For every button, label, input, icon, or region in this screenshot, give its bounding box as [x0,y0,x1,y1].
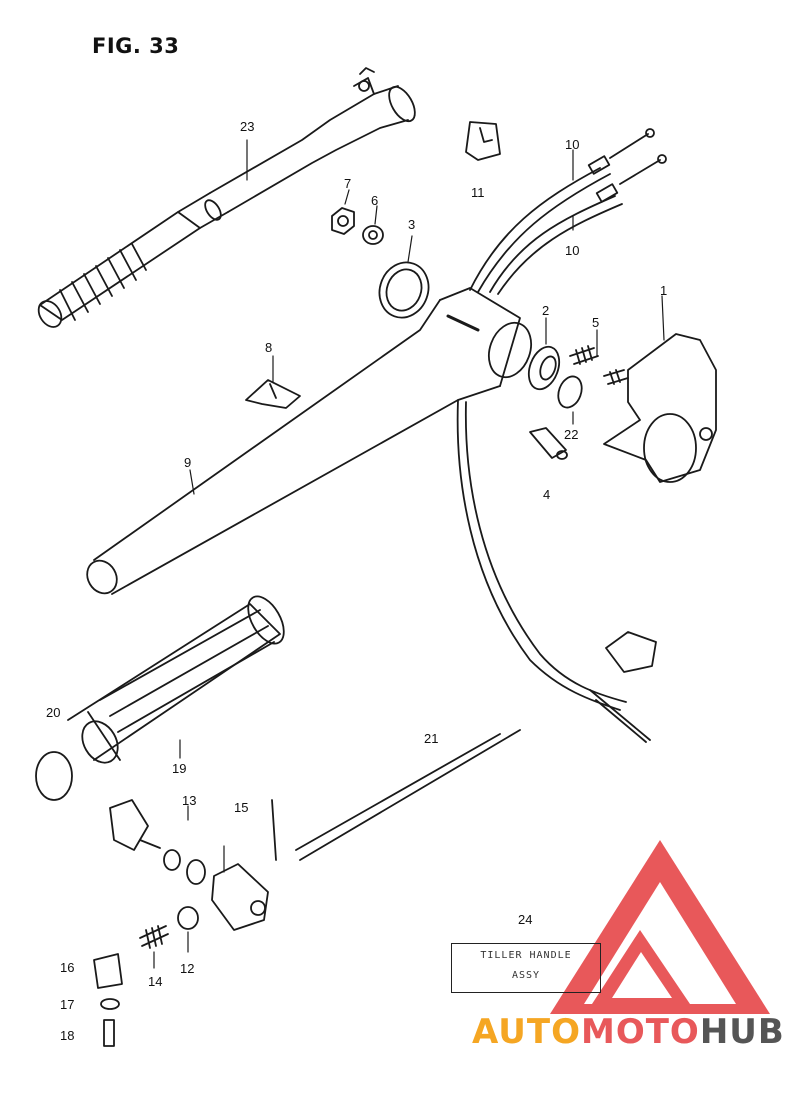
part-20-cap [35,751,73,801]
callout-3: 3 [408,217,416,232]
callout-10-top: 10 [565,137,580,152]
part-1-housing [603,333,717,483]
callout-10-bottom: 10 [565,243,580,258]
watermark-text-hub: HUB [699,1012,785,1052]
part-knob-bolt [109,799,161,851]
part-7-nut [331,207,355,235]
callout-8: 8 [265,340,273,355]
callout-16: 16 [60,960,75,975]
plate-line-1: TILLER HANDLE [480,950,572,961]
callout-15: 15 [234,800,249,815]
part-16-cap [93,953,123,989]
callout-5: 5 [592,315,600,330]
part-21-rod [295,399,657,861]
callout-17: 17 [60,997,75,1012]
callout-1: 1 [660,283,668,298]
callout-11: 11 [471,185,485,200]
part-14-spring [139,925,169,949]
part-10-cables [469,128,667,295]
part-4-pin [529,427,568,460]
part-23-handle-tube [37,67,416,328]
part-13-washers [163,849,206,885]
callout-22: 22 [564,427,579,442]
part-12-bushing [177,906,199,930]
callout-21: 21 [424,731,439,746]
part-19-grip [67,595,285,764]
part-5-springs [569,345,629,385]
callout-2: 2 [542,303,550,318]
part-15-block [211,799,277,931]
watermark-text-auto: AUTO [472,1012,581,1052]
callout-4: 4 [543,487,551,502]
part-17-washer [100,998,120,1010]
callout-7: 7 [344,176,352,191]
part-11-clip [465,121,501,161]
assembly-label-plate: TILLER HANDLE ASSY [451,943,601,993]
part-3-ring [378,261,430,319]
callout-6: 6 [371,193,379,208]
part-6-washer [362,225,384,245]
callout-18: 18 [60,1028,75,1043]
watermark-logo [550,840,770,1014]
callout-20: 20 [46,705,61,720]
part-2-bushing [527,345,561,391]
watermark-text-moto: MOTO [580,1012,700,1052]
leader-lines [153,139,665,969]
callout-13: 13 [182,793,197,808]
part-18-screw [103,1019,115,1047]
callout-19: 19 [172,761,187,776]
callout-14: 14 [148,974,163,989]
figure-title: FIG. 33 [92,34,180,58]
callout-24: 24 [518,912,533,927]
tiller-arm [86,287,532,595]
callout-9: 9 [184,455,192,470]
plate-line-2: ASSY [511,970,541,981]
part-22-ring [557,375,583,409]
callout-23: 23 [240,119,255,134]
callout-12: 12 [180,961,195,976]
part-8-bracket [245,379,301,409]
watermark-text: AUTOMOTOHUB [472,1012,785,1052]
